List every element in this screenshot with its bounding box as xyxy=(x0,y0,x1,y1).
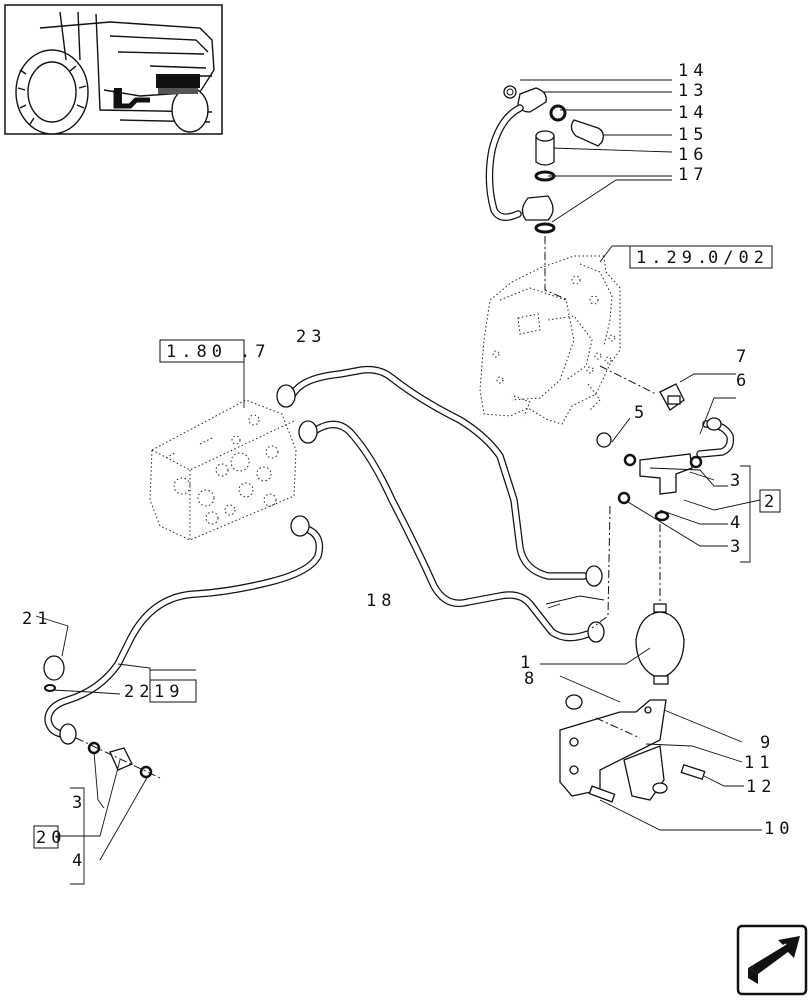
label-box-19: 19 xyxy=(154,682,184,702)
label-ref-1-29-tail: 0/02 xyxy=(708,248,769,268)
label-10: 10 xyxy=(764,819,794,839)
tube-23 xyxy=(276,365,603,587)
ref-box-1-80 xyxy=(159,339,245,408)
right-fittings xyxy=(591,365,735,629)
dotted-control-valve-block xyxy=(149,399,297,541)
label-12: 12 xyxy=(746,777,776,797)
label-4-left: 4 xyxy=(72,851,87,871)
label-11: 11 xyxy=(744,753,774,773)
label-box-2: 2 xyxy=(764,492,779,512)
leader-lines-right xyxy=(611,373,761,563)
ref-box-1-29 xyxy=(599,245,773,269)
label-box-20: 20 xyxy=(36,828,66,848)
label-14-top: 14 xyxy=(678,61,708,81)
label-18: 18 xyxy=(366,591,396,611)
ref-box-20 xyxy=(33,825,59,849)
label-7: 7 xyxy=(736,347,751,367)
label-1: 1 xyxy=(520,653,535,673)
label-ref-1-29: 1.29. xyxy=(636,248,712,268)
label-4-right: 4 xyxy=(730,513,745,533)
label-23: 23 xyxy=(296,327,326,347)
callout-labels: 14 13 14 15 16 17 1.29. 0/02 23 1.80 .7 … xyxy=(22,61,794,871)
label-6: 6 xyxy=(736,371,751,391)
leader-lines-left xyxy=(35,615,196,885)
leader-lines-top xyxy=(520,79,673,223)
tube-18 xyxy=(298,420,605,643)
label-13: 13 xyxy=(678,81,708,101)
label-15: 15 xyxy=(678,125,708,145)
left-fittings xyxy=(43,655,161,779)
label-3-right-bottom: 3 xyxy=(730,537,745,557)
upper-banjo-assembly xyxy=(485,85,604,234)
accumulator xyxy=(635,603,685,685)
bracket-assembly xyxy=(559,694,706,803)
label-17: 17 xyxy=(678,165,708,185)
ref-box-2 xyxy=(759,489,781,513)
label-ref-1-80: 1.80 xyxy=(166,342,227,362)
label-16: 16 xyxy=(678,145,708,165)
label-5: 5 xyxy=(634,403,649,423)
label-14-mid: 14 xyxy=(678,103,708,123)
dotted-valve-housing xyxy=(479,255,621,425)
tractor-thumbnail-icon xyxy=(4,4,223,135)
tube-22-19 xyxy=(44,515,324,745)
ref-box-19 xyxy=(149,679,197,703)
label-8: 8 xyxy=(524,669,539,689)
label-ref-1-80-tail: .7 xyxy=(240,342,270,362)
label-3-right-top: 3 xyxy=(730,471,745,491)
next-page-arrow-icon[interactable] xyxy=(736,924,808,996)
centre-line-upper xyxy=(544,236,569,301)
label-22: 22 xyxy=(124,682,154,702)
label-3-left: 3 xyxy=(72,793,87,813)
label-9: 9 xyxy=(760,733,775,753)
leader-lines-bottom-right xyxy=(540,595,762,831)
label-21: 21 xyxy=(22,609,52,629)
